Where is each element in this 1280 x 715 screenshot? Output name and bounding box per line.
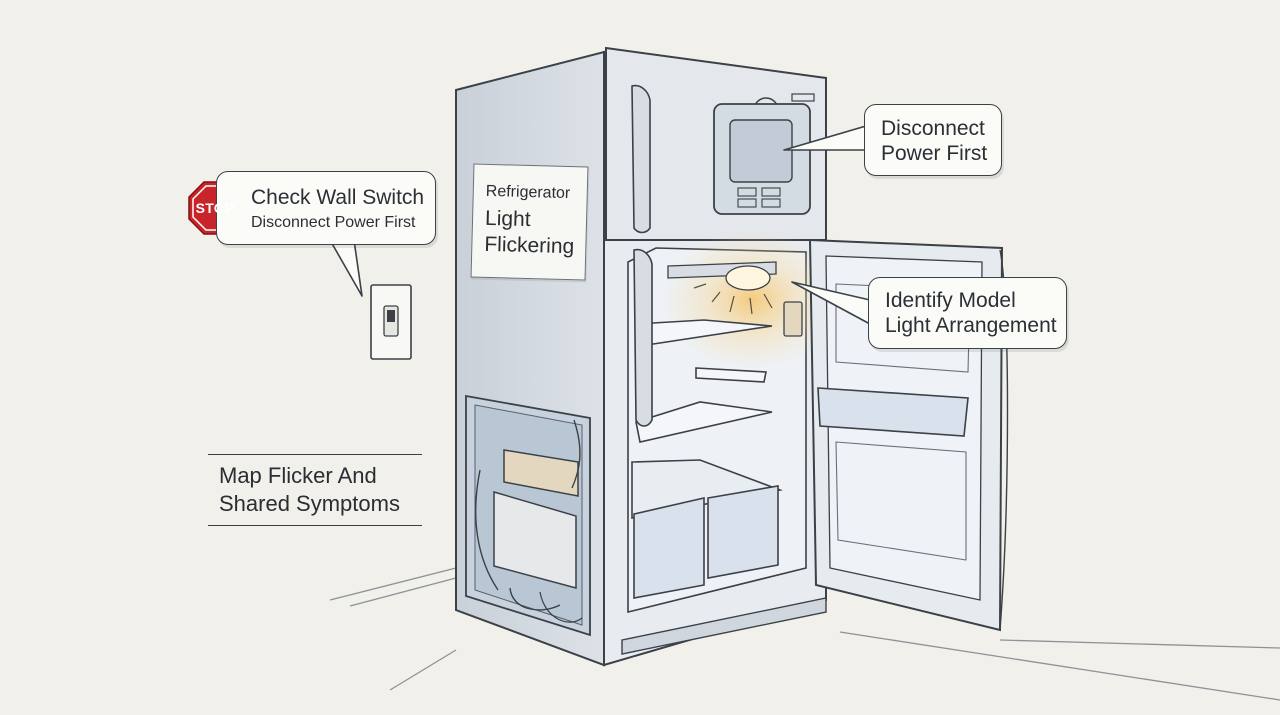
fridge-label-line1: Refrigerator [485,182,571,203]
fridge-label-card: Refrigerator Light Flickering [470,163,589,281]
base-grille [621,597,827,655]
callout-identify-model: Identify Model Light Arrangement [868,277,1067,349]
callout-disconnect-line1: Disconnect [881,117,985,140]
wall-switch-icon [370,284,412,360]
fridge-label-line3: Flickering [484,232,575,259]
stop-sign-label: STOP [195,200,235,216]
symptoms-line2: Shared Symptoms [219,491,400,516]
freezer-handle [631,84,651,234]
shelves [635,319,773,443]
symptoms-line1: Map Flicker And [219,463,377,488]
callout-check-wall-switch-subtitle: Disconnect Power First [251,214,416,231]
control-panel-icon [713,97,811,215]
callout-identify-line2: Light Arrangement [885,314,1057,337]
fridge-label-line2: Light [484,206,531,232]
fridge-door-handle [633,248,653,427]
callout-identify-line1: Identify Model [885,289,1016,312]
callout-pointers [329,125,871,325]
light-bulb-icon [667,261,777,315]
callout-disconnect-power: Disconnect Power First [864,104,1002,176]
callout-disconnect-line2: Power First [881,142,988,165]
compressor-compartment [465,394,591,637]
callout-check-wall-switch: Check Wall Switch Disconnect Power First [216,171,436,245]
door-switch [783,301,803,337]
floor-lines [329,567,1280,701]
crisper-drawers [631,459,783,599]
symptoms-heading: Map Flicker And Shared Symptoms [208,454,422,526]
callout-check-wall-switch-title: Check Wall Switch [251,186,425,209]
model-badge [791,93,815,102]
